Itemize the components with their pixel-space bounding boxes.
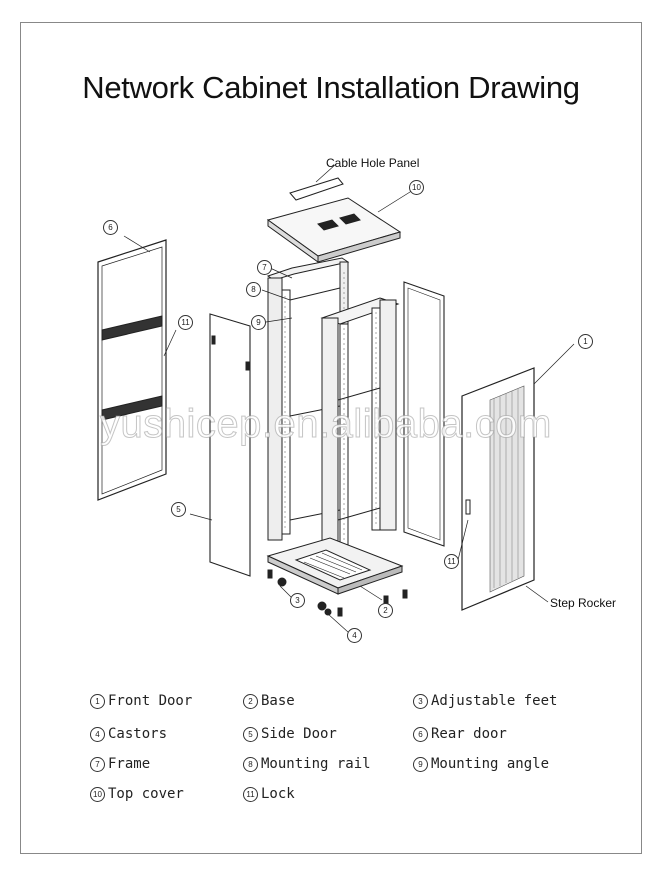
page-title: Network Cabinet Installation Drawing [82,70,580,105]
callout-6: 6 [103,220,118,235]
legend-text: Mounting rail [261,756,371,772]
legend-number: 9 [413,757,428,772]
legend-text: Top cover [108,786,184,802]
legend-text: Side Door [261,726,337,742]
callout-4: 4 [347,628,362,643]
legend-number: 7 [90,757,105,772]
legend-number: 2 [243,694,258,709]
cabinet-frame [261,257,400,551]
legend-number: 5 [243,727,258,742]
callout-2: 2 [378,603,393,618]
legend-text: Frame [108,756,151,772]
legend-number: 1 [90,694,105,709]
legend-number: 10 [90,787,105,802]
front-door [457,343,575,611]
step-rocker-label: Step Rocker [550,596,617,610]
callout-1: 1 [578,334,593,349]
callout-7: 7 [257,260,272,275]
rear-door [97,235,177,501]
cable-hole-panel [289,163,344,201]
callout-10: 10 [409,180,424,195]
cable-hole-panel-label: Cable Hole Panel [326,156,420,170]
side-door-left [189,313,251,577]
top-cover [266,186,419,263]
callout-5: 5 [171,502,186,517]
legend-text: Front Door [108,693,193,709]
feet-and-castors [267,569,408,617]
base [266,537,404,601]
callout-11-rear: 11 [178,315,193,330]
legend-number: 4 [90,727,105,742]
legend-number: 11 [243,787,258,802]
callout-3: 3 [290,593,305,608]
callout-9: 9 [251,315,266,330]
watermark-text: yushicep.en.alibaba.com [100,402,552,447]
drawing-border [20,22,642,854]
side-door-right [403,281,445,547]
legend-text: Rear door [431,726,507,742]
callout-11-front: 11 [444,554,459,569]
legend-number: 8 [243,757,258,772]
legend-number: 3 [413,694,428,709]
legend-text: Lock [261,786,295,802]
legend-text: Castors [108,726,168,742]
callout-8: 8 [246,282,261,297]
legend-text: Mounting angle [431,756,550,772]
legend-number: 6 [413,727,428,742]
legend-text: Adjustable feet [431,693,558,709]
legend-text: Base [261,693,295,709]
